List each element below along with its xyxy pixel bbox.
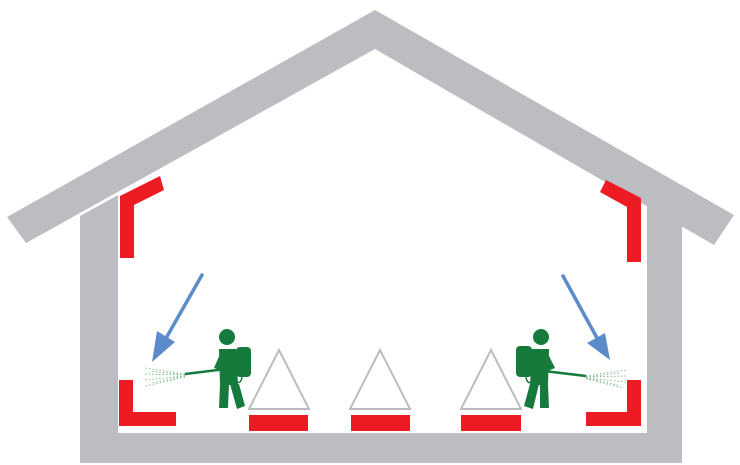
spray-mist-right — [585, 369, 627, 389]
hose — [227, 371, 243, 384]
sprayer-person-right-icon — [516, 329, 627, 409]
spray-mist-left — [144, 367, 186, 387]
floor — [80, 433, 682, 463]
arrow-down-left-icon — [152, 273, 204, 362]
direction-arrows — [152, 273, 610, 362]
backpack-tank — [516, 346, 532, 377]
spray-wand-right — [543, 369, 587, 378]
spray-wand-left — [184, 367, 227, 376]
hotspot-top-left — [120, 176, 164, 258]
house-structure — [7, 10, 734, 463]
hotspot-bottom-right — [586, 380, 641, 426]
legs — [219, 384, 245, 409]
bait-bar-2 — [351, 415, 410, 431]
head — [219, 329, 235, 345]
triangle-trap-icon — [459, 347, 523, 410]
sprayer-person-left-icon — [144, 329, 251, 409]
triangle-traps — [247, 347, 523, 410]
triangle-trap-icon — [247, 347, 311, 410]
corner-hotspots — [119, 176, 641, 426]
arm — [540, 352, 555, 373]
left-wall — [80, 195, 118, 438]
hotspot-top-right — [600, 180, 641, 262]
hotspot-bottom-left — [119, 380, 176, 426]
legs — [524, 384, 549, 409]
triangle-trap-icon — [348, 347, 412, 410]
arrow-down-right-icon — [561, 274, 610, 360]
bait-bar-3 — [461, 415, 521, 431]
backpack-tank — [236, 347, 251, 377]
floor-bait-bars — [249, 415, 521, 431]
arm — [214, 352, 229, 372]
head — [533, 329, 549, 345]
hose — [525, 372, 541, 384]
bait-bar-1 — [249, 415, 308, 431]
right-wall — [647, 195, 682, 438]
